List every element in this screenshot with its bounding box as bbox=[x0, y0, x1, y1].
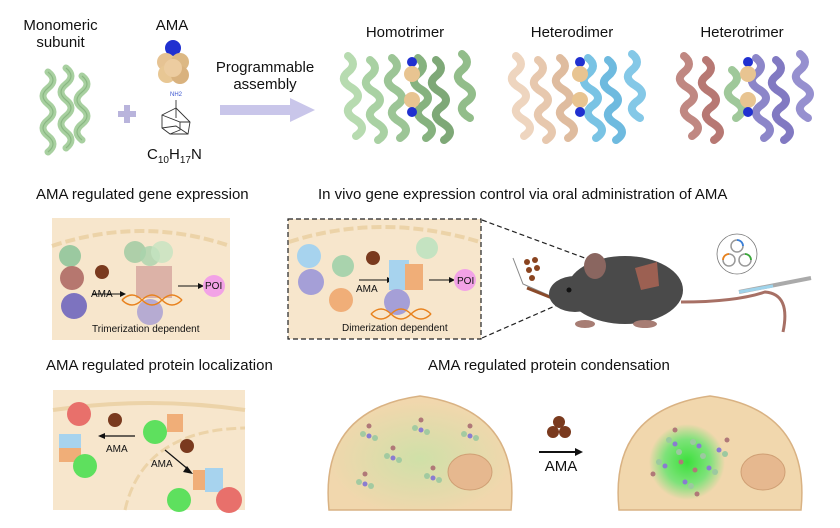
homotrimer-label: Homotrimer bbox=[365, 24, 445, 41]
condensation-arrow-label: AMA bbox=[544, 458, 578, 475]
assembly-arrow-icon bbox=[220, 98, 315, 122]
gene-expression-diagram bbox=[51, 218, 231, 340]
condensation-arrow-icon bbox=[539, 416, 583, 456]
monomer-helix-icon bbox=[39, 64, 91, 156]
formula: C10H17N bbox=[147, 146, 202, 166]
adamantane-structure-icon bbox=[161, 100, 191, 135]
cell-before-condensation bbox=[327, 395, 513, 511]
homotrimer-structure-icon bbox=[339, 50, 476, 144]
amine-label: NH2 bbox=[170, 92, 183, 98]
localization-diagram bbox=[52, 390, 246, 513]
localization-arrow-label-left: AMA bbox=[106, 444, 128, 455]
in-vivo-poi: POI bbox=[457, 276, 475, 287]
in-vivo-diagram bbox=[287, 218, 482, 340]
heterodimer-structure-icon bbox=[507, 50, 646, 144]
in-vivo-caption: Dimerization dependent bbox=[342, 323, 448, 334]
heterotrimer-structure-icon bbox=[675, 50, 814, 144]
assembly-label-line1: Programmable bbox=[215, 59, 315, 76]
formula-n: N bbox=[190, 146, 202, 163]
mouse-illustration bbox=[512, 233, 812, 333]
gene-expression-arrow-label: AMA bbox=[91, 289, 113, 300]
in-vivo-title: In vivo gene expression control via oral… bbox=[318, 186, 728, 203]
formula-h-count: 17 bbox=[179, 155, 191, 166]
heterotrimer-label: Heterotrimer bbox=[700, 24, 784, 41]
monomer-label: Monomeric subunit bbox=[8, 17, 113, 51]
gene-expression-poi: POI bbox=[205, 281, 223, 292]
ama-molecule-icon bbox=[157, 40, 189, 84]
plus-icon bbox=[118, 105, 136, 123]
formula-c: C bbox=[147, 146, 158, 163]
in-vivo-arrow-label: AMA bbox=[356, 284, 378, 295]
monomer-label-line2: subunit bbox=[36, 34, 85, 51]
formula-c-count: 10 bbox=[157, 155, 169, 166]
monomer-label-line1: Monomeric bbox=[23, 17, 98, 34]
localization-arrow-label-right: AMA bbox=[151, 459, 173, 470]
gene-expression-title: AMA regulated gene expression bbox=[36, 186, 249, 203]
heterodimer-label: Heterodimer bbox=[530, 24, 614, 41]
formula-h: H bbox=[168, 146, 180, 163]
assembly-label: Programmable assembly bbox=[205, 59, 325, 93]
gene-expression-caption: Trimerization dependent bbox=[92, 324, 200, 335]
condensation-title: AMA regulated protein condensation bbox=[428, 357, 670, 374]
localization-title: AMA regulated protein localization bbox=[46, 357, 273, 374]
ama-label: AMA bbox=[155, 17, 189, 34]
cell-after-condensation bbox=[617, 395, 803, 511]
assembly-label-line2: assembly bbox=[233, 76, 297, 93]
